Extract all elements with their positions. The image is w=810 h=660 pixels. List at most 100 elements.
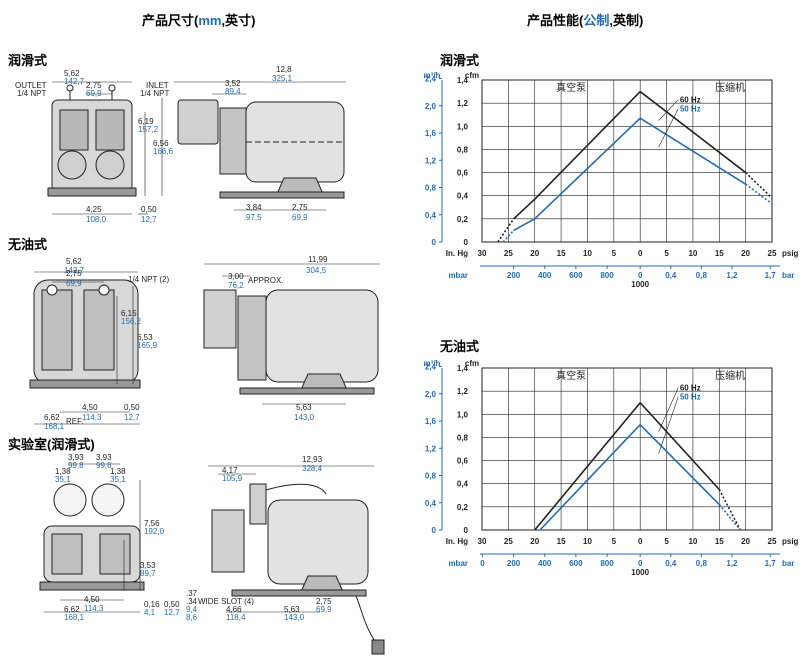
tick-label-mbar: 0 [638, 559, 643, 568]
tick-label-m3h: 2,0 [425, 102, 437, 111]
lab-side-dims [208, 465, 374, 613]
tick-label-psig: 5 [664, 249, 669, 258]
legend-label-50hz: 50 Hz [680, 393, 701, 402]
oilfree-h2-mm: 165,9 [137, 341, 158, 350]
tick-label-m3h: 0 [432, 238, 437, 247]
oilfree-width-mm: 142,7 [64, 266, 85, 275]
lab-width-in: 6,62 [64, 605, 80, 614]
tick-label-psig: 5 [664, 537, 669, 546]
series-line-50hz-pressure [639, 424, 720, 506]
region-label-compressor: 压缩机 [715, 81, 745, 94]
lub-base-mm: 108,0 [86, 215, 107, 224]
tick-label-cfm: 0,2 [457, 215, 469, 224]
tick-label-mbar: 600 [569, 559, 583, 568]
legend-label-50hz: 50 Hz [680, 105, 701, 114]
plot-area [481, 367, 773, 531]
tick-label-bar: 0,8 [696, 559, 708, 568]
tick-label-mbar: 400 [538, 559, 552, 568]
plot-area [481, 79, 773, 243]
lab-slot-c: 9,4 [186, 605, 198, 614]
oilfree-length-mm: 304,5 [306, 266, 327, 275]
oilfree-h2-in: 6,53 [137, 333, 153, 342]
lub-h2-in: 6,56 [153, 139, 169, 148]
axis-unit-cfm: cfm [465, 359, 479, 368]
axis-unit-cfm: cfm [465, 71, 479, 80]
tick-label-cfm: 1,4 [457, 76, 469, 85]
tick-label-inhg: 25 [504, 537, 513, 546]
tick-label-inhg: 10 [583, 249, 592, 258]
lub-h1-in: 6,19 [138, 117, 154, 126]
tick-label-cfm: 0,8 [457, 145, 469, 154]
axis-label-bar: bar [782, 559, 794, 568]
tick-label-m3h: 0 [432, 526, 437, 535]
legend-leader [658, 99, 679, 121]
tick-label-m3h: 1,2 [425, 156, 437, 165]
axis-label-bar: bar [782, 271, 794, 280]
lub-inlet-spacing-mm: 69,9 [86, 89, 102, 98]
lab-slot-label: WIDE SLOT (4) [198, 597, 254, 606]
section-title-lab: 实验室(润滑式) [8, 437, 95, 452]
tick-label-bar: 1,2 [726, 271, 738, 280]
lab-length-in: 12,93 [302, 455, 323, 464]
series-line-60hz-vacuum [513, 198, 536, 220]
lub-front-dims [52, 81, 163, 215]
oilfree-spacing-mm: 69,9 [66, 279, 82, 288]
tick-label-psig: 25 [768, 537, 777, 546]
lab-base-in: 4,50 [84, 595, 100, 604]
tick-label-cfm: 0,6 [457, 169, 469, 178]
lub-mount1-in: 3,84 [246, 203, 262, 212]
tick-label-inhg: 25 [504, 249, 513, 258]
chart-title-lubricated: 润滑式 [440, 53, 480, 68]
tick-label-cfm: 1,2 [457, 99, 469, 108]
tick-label-inhg: 30 [478, 537, 487, 546]
lab-foot1-mm: 4,1 [144, 608, 156, 617]
tick-label-m3h: 0,4 [425, 211, 437, 220]
axis-label-psig: psig [782, 537, 799, 546]
tick-label-inhg: 5 [612, 249, 617, 258]
tick-label-mbar: 800 [600, 271, 614, 280]
tick-label-inhg: 10 [583, 537, 592, 546]
lub-inlet-npt: 1/4 NPT [140, 89, 169, 98]
lab-gauge2-mm: 99,8 [96, 461, 112, 470]
series-line-50hz-vacuum [539, 424, 641, 531]
tick-label-mbar-1000: 1000 [631, 568, 649, 577]
region-label-vacuum: 真空泵 [556, 81, 586, 94]
lub-inlet-label: INLET [146, 81, 169, 90]
oilfree-head-in: 3,00 [228, 272, 244, 281]
oilfree-head-mm: 76,2 [228, 281, 244, 290]
lab-gauge1-in: 3,93 [68, 453, 84, 462]
tick-label-m3h: 2,4 [425, 75, 437, 84]
axis-label-mbar: mbar [448, 271, 468, 280]
lab-front-view [39, 483, 145, 591]
series-line-50hz-vacuum [502, 229, 515, 243]
tick-label-mbar: 600 [569, 271, 583, 280]
lab-foot2-mm: 12,7 [164, 608, 180, 617]
lub-mount2-in: 2,75 [292, 203, 308, 212]
chart-oilfree: 真空泵压缩机cfmm³/h00,20,40,60,81,01,21,400,40… [424, 359, 799, 577]
lab-side-view [211, 483, 385, 655]
tick-label-m3h: 0,8 [425, 184, 437, 193]
series-line-60hz-pressure [639, 90, 747, 174]
lub-length-in: 12,8 [276, 65, 292, 74]
legend-leader [658, 108, 679, 148]
axis-label-psig: psig [782, 249, 799, 258]
tick-label-cfm: 1,2 [457, 387, 469, 396]
lab-length-mm: 328,4 [302, 464, 323, 473]
tick-label-m3h: 0,4 [425, 499, 437, 508]
axis-label-mbar: mbar [448, 559, 468, 568]
oilfree-ref-in: 6,62 [44, 413, 60, 422]
tick-label-inhg: 5 [612, 537, 617, 546]
tick-label-cfm: 1,0 [457, 410, 469, 419]
oilfree-length-in: 11,99 [308, 255, 328, 264]
axis-unit-m3h: m³/h [424, 71, 441, 80]
lab-slot-d: 8,6 [186, 613, 198, 622]
series-line-50hz-vacuum [513, 218, 536, 232]
tick-label-m3h: 1,2 [425, 444, 437, 453]
oilfree-approx-label: APPROX. [248, 276, 284, 285]
oilfree-width-in: 5,62 [66, 257, 82, 266]
tick-label-cfm: 1,4 [457, 364, 469, 373]
lub-foot-mm: 12,7 [141, 215, 157, 224]
region-label-vacuum: 真空泵 [556, 369, 586, 382]
lab-mount2-in: 5,63 [284, 605, 300, 614]
tick-label-mbar: 0 [480, 559, 485, 568]
